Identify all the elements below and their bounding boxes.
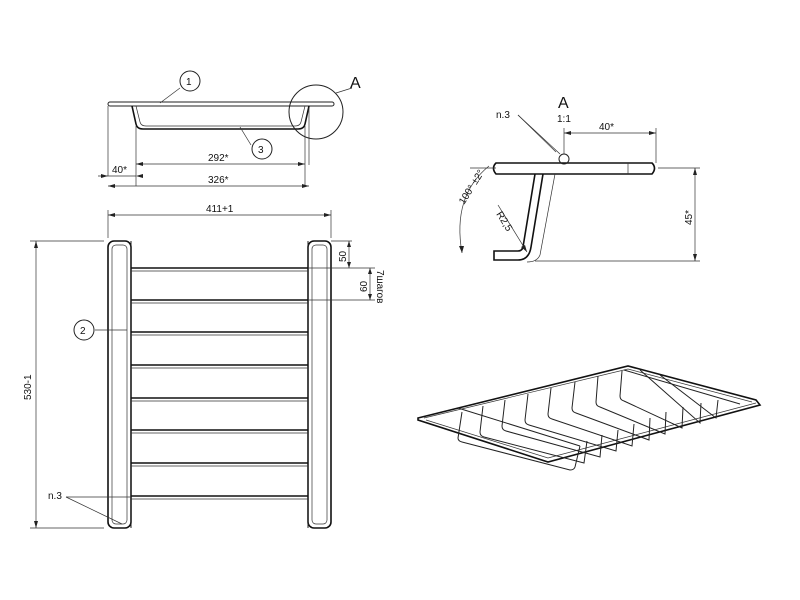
dim-height-label: 530-1: [23, 374, 34, 400]
side-tray-inner: [135, 105, 306, 127]
detail-leg: [493, 173, 544, 261]
detail-radius-leader: [497, 204, 528, 253]
detail-dim-length-label: 40*: [599, 122, 614, 133]
dim-first-rod-label: 50: [338, 250, 349, 262]
balloon-2-label: 2: [80, 326, 86, 337]
detail-dim-height-label: 45*: [684, 210, 695, 225]
detail-angle-arc: [459, 165, 490, 254]
dim-pitch-count: 7шагов: [374, 270, 385, 303]
detail-radius-label: R2,5: [493, 210, 514, 234]
plan-left-rail: [107, 240, 132, 529]
dim-flange-label: 40*: [112, 165, 127, 176]
balloon-1: [179, 70, 201, 92]
plan-part-ref: n.3: [48, 491, 62, 502]
balloon-3: [251, 138, 273, 160]
detail-a-ref: A: [350, 75, 361, 92]
detail-top-rod: [492, 162, 656, 175]
dim-outer-label: 326*: [208, 175, 229, 186]
detail-angle-label: 100° ±2°: [457, 168, 487, 206]
dim-pitch-label: 60: [359, 280, 370, 292]
dim-width-label: 411+1: [206, 204, 234, 215]
plan-cross-rods: [131, 267, 308, 500]
side-view: 292* 326* 40* 1 3 A: [98, 70, 361, 188]
balloon-1-label: 1: [186, 77, 192, 88]
iso-cross-rods: [457, 369, 719, 471]
plan-right-rail: [307, 240, 332, 529]
detail-title: A: [558, 95, 569, 112]
balloon-2: [73, 319, 95, 341]
plan-view: 411+1 530-1 50 60 7шагов 2 n.3: [23, 204, 385, 529]
balloon-3-label: 3: [258, 145, 264, 156]
side-top-rod: [107, 101, 335, 107]
detail-part-ref: n.3: [496, 110, 510, 121]
detail-scale: 1:1: [557, 114, 571, 125]
detail-view-a: A 1:1 n.3 40* 45* 100° ±2° R2,5: [457, 95, 700, 263]
iso-frame-outer: [417, 365, 762, 463]
side-tray-body: [131, 105, 310, 130]
detail-a-circle: [288, 84, 344, 140]
isometric-view: [417, 365, 762, 471]
dim-inner-label: 292*: [208, 153, 229, 164]
